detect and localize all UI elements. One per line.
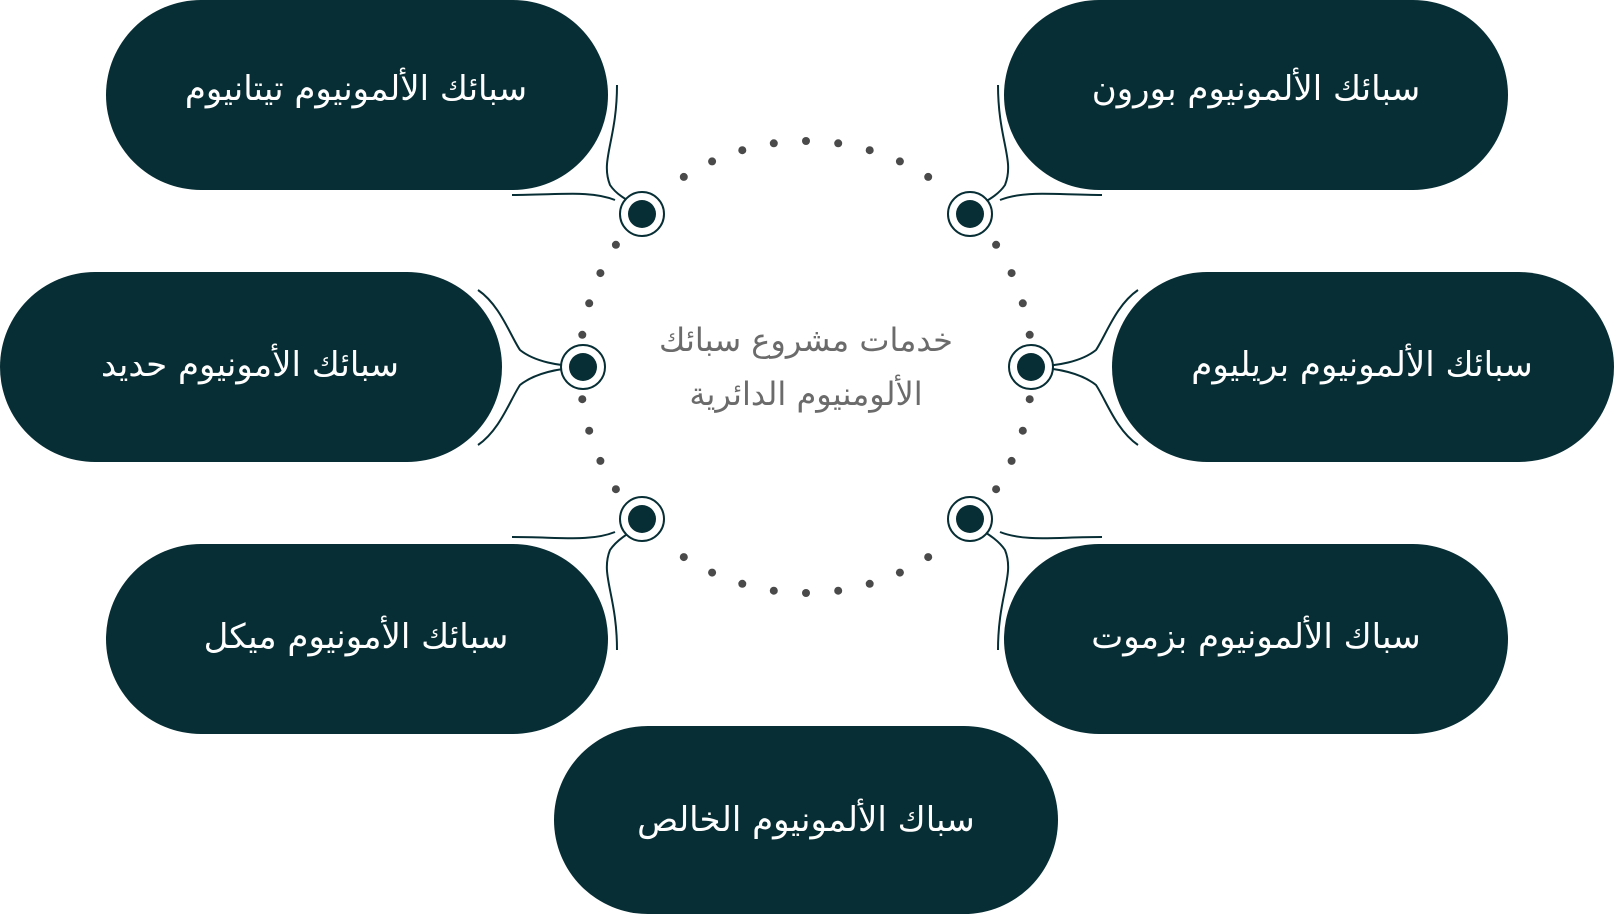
ring-dot (738, 146, 747, 155)
connector-nodes (560, 191, 1054, 542)
ring-dot (1007, 269, 1016, 278)
ring-dot (802, 137, 810, 145)
center-title-line1: خدمات مشروع سبائك (659, 321, 953, 359)
pill-nickel-label: سبائك الأمونيوم ميكل (204, 615, 509, 657)
pill-beryllium-label: سبائك الألمونيوم بريليوم (1191, 343, 1532, 385)
ring-dot (834, 139, 843, 148)
ring-dot (738, 579, 747, 588)
pill-titanium-label: سبائك الألمونيوم تيتانيوم (185, 67, 527, 109)
pill-bismuth-label: سباك الألمونيوم بزموت (1091, 615, 1421, 657)
connector-bottom-left-b (511, 531, 616, 540)
node-mid-right (1008, 344, 1054, 390)
ring-dot (865, 146, 874, 155)
pill-iron-label: سبائك الأمونيوم حديد (101, 343, 399, 385)
node-top-right (947, 191, 993, 237)
pill-nickel: سبائك الأمونيوم ميكل (106, 544, 608, 734)
ring-dot (924, 172, 933, 181)
ring-dot (585, 426, 594, 435)
ring-dot (596, 269, 605, 278)
ring-dot (708, 157, 717, 166)
ring-dot (1025, 330, 1034, 339)
node-bottom-left (619, 496, 665, 542)
ring-dot (585, 299, 594, 308)
pill-titanium: سبائك الألمونيوم تيتانيوم (106, 0, 608, 190)
ring-dot (834, 586, 843, 595)
ring-dot (769, 586, 778, 595)
ring-dot (596, 456, 605, 465)
pill-boron: سبائك الألمونيوم بورون (1004, 0, 1508, 190)
ring-dot (1007, 456, 1016, 465)
ring-dot (895, 157, 904, 166)
ring-dot (802, 589, 810, 597)
connector-mid-left (477, 289, 579, 367)
ring-dot (679, 553, 688, 562)
ring-dot (611, 485, 620, 494)
node-bottom-right (947, 496, 993, 542)
ring-dot (1018, 426, 1027, 435)
pill-boron-label: سبائك الألمونيوم بورون (1092, 67, 1420, 109)
ring-dot (1025, 395, 1034, 404)
node-mid-left (560, 344, 606, 390)
ring-dot (679, 172, 688, 181)
ring-dot (992, 485, 1001, 494)
dotted-ring (578, 137, 1034, 597)
pill-pure: سباك الألمونيوم الخالص (554, 726, 1058, 914)
node-top-left (619, 191, 665, 237)
ring-dot (578, 330, 587, 339)
connector-top-right-b (999, 192, 1103, 201)
connector-mid-right-b (1037, 367, 1139, 446)
ring-dot (708, 568, 717, 577)
ring-dot (769, 139, 778, 148)
pill-iron: سبائك الأمونيوم حديد (0, 272, 502, 462)
pill-bismuth: سباك الألمونيوم بزموت (1004, 544, 1508, 734)
ring-dot (865, 579, 874, 588)
ring-dot (1018, 299, 1027, 308)
ring-dot (611, 240, 620, 249)
connector-bottom-right-b (999, 531, 1103, 540)
connector-mid-right (1037, 289, 1139, 367)
center-title-line2: الألومنيوم الدائرية (689, 374, 922, 413)
pill-beryllium: سبائك الألمونيوم بريليوم (1112, 272, 1614, 462)
ring-dot (578, 395, 587, 404)
ring-dot (895, 568, 904, 577)
connector-top-left-b (511, 192, 616, 201)
ring-dot (924, 553, 933, 562)
ring-dot (992, 240, 1001, 249)
pill-pure-label: سباك الألمونيوم الخالص (637, 798, 975, 840)
connector-mid-left-b (477, 367, 579, 446)
